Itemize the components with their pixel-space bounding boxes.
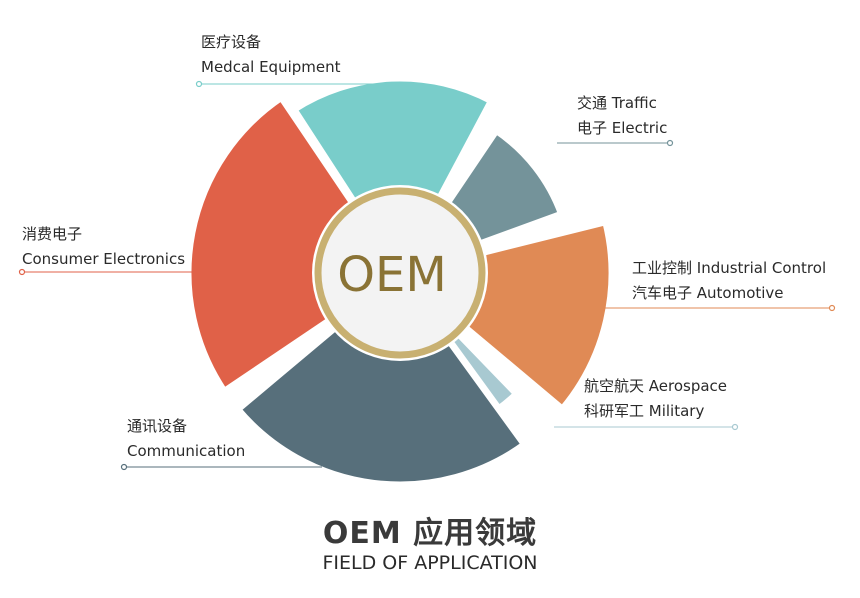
label-consumer: 消费电子 Consumer Electronics <box>22 222 185 272</box>
label-medical-cn: 医疗设备 <box>201 33 262 51</box>
title-chinese: OEM 应用领域 <box>322 516 538 551</box>
label-communication-cn: 通讯设备 <box>127 417 188 435</box>
label-communication: 通讯设备 Communication <box>127 414 245 464</box>
label-traffic-en: 电子 Electric <box>577 119 668 137</box>
label-communication-en: Communication <box>127 442 246 460</box>
leader-dot-aerospace <box>731 423 739 431</box>
title-english: FIELD OF APPLICATION <box>322 552 538 574</box>
leader-dot-consumer <box>18 268 26 276</box>
label-medical: 医疗设备 Medcal Equipment <box>201 30 341 80</box>
label-industrial: 工业控制 Industrial Control 汽车电子 Automotive <box>632 256 826 306</box>
label-aerospace-cn: 航空航天 Aerospace <box>584 377 728 395</box>
label-traffic-cn: 交通 Traffic <box>577 94 657 112</box>
leader-dot-industrial <box>828 304 836 312</box>
leader-dot-traffic <box>666 139 674 147</box>
leader-dot-medical <box>195 80 203 88</box>
label-medical-en: Medcal Equipment <box>201 58 341 76</box>
label-aerospace: 航空航天 Aerospace 科研军工 Military <box>584 374 727 424</box>
label-consumer-en: Consumer Electronics <box>22 250 186 268</box>
center-label: OEM <box>337 247 447 303</box>
label-consumer-cn: 消费电子 <box>22 225 83 243</box>
label-aerospace-en: 科研军工 Military <box>584 402 705 420</box>
label-industrial-cn: 工业控制 Industrial Control <box>632 259 827 277</box>
leader-dot-communication <box>120 463 128 471</box>
label-traffic: 交通 Traffic 电子 Electric <box>577 91 667 141</box>
label-industrial-en: 汽车电子 Automotive <box>632 284 784 302</box>
center-circle <box>314 187 486 359</box>
